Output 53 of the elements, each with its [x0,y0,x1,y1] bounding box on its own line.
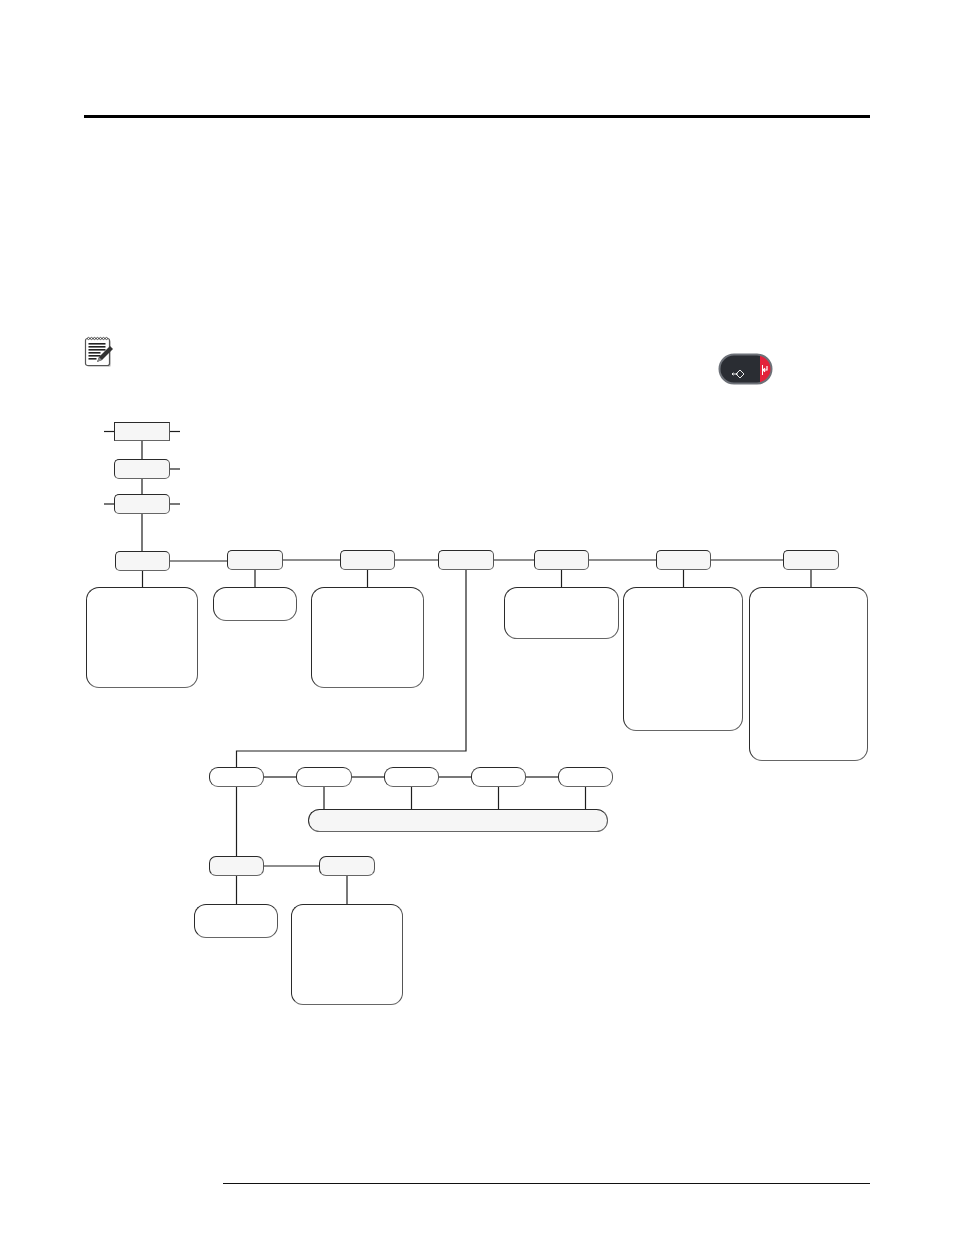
menu-box [783,550,839,570]
content-box [291,904,403,1005]
connector-line [323,786,325,810]
connector-line [710,559,784,561]
menu-box [227,550,283,570]
connector-line [141,478,143,495]
content-box [504,587,619,639]
content-box [623,587,743,731]
connector-line [346,875,348,905]
menu-box [209,767,264,787]
connector-line [810,569,812,588]
menu-box [656,550,711,570]
connector-line [141,513,143,552]
content-box [311,587,424,688]
menu-box [114,494,170,514]
connector-line [235,786,238,857]
content-box [194,904,278,938]
menu-box [534,550,589,570]
connector-line [584,786,587,810]
connector-line [141,440,143,460]
connector-line [410,786,413,810]
connector-line [235,569,467,768]
menu-box [114,459,170,479]
menu-box [296,767,352,787]
connector-line [169,560,228,562]
connector-line [588,559,657,561]
connector-line [169,468,181,470]
menu-box [471,767,526,787]
connector-line [235,875,238,905]
connector-line [103,503,115,505]
menu-box [384,767,439,787]
menu-box [438,550,494,570]
menu-box [209,856,264,876]
connector-line [438,776,472,778]
connector-line [263,776,297,778]
connector-line [263,865,320,867]
group-bar [308,809,608,832]
connector-line [394,559,439,561]
connector-line [254,569,256,588]
content-box [213,587,297,621]
connector-line [493,559,535,561]
content-box [86,587,198,688]
menu-box [319,856,375,876]
menu-box [558,767,613,787]
menu-box [340,550,395,570]
connector-line [351,776,385,778]
menu-box [114,422,170,441]
content-box [749,587,868,761]
connector-line [282,559,341,561]
connector-line [497,786,500,810]
connector-line [169,503,181,505]
connector-line [525,776,559,778]
menu-box [115,551,170,571]
